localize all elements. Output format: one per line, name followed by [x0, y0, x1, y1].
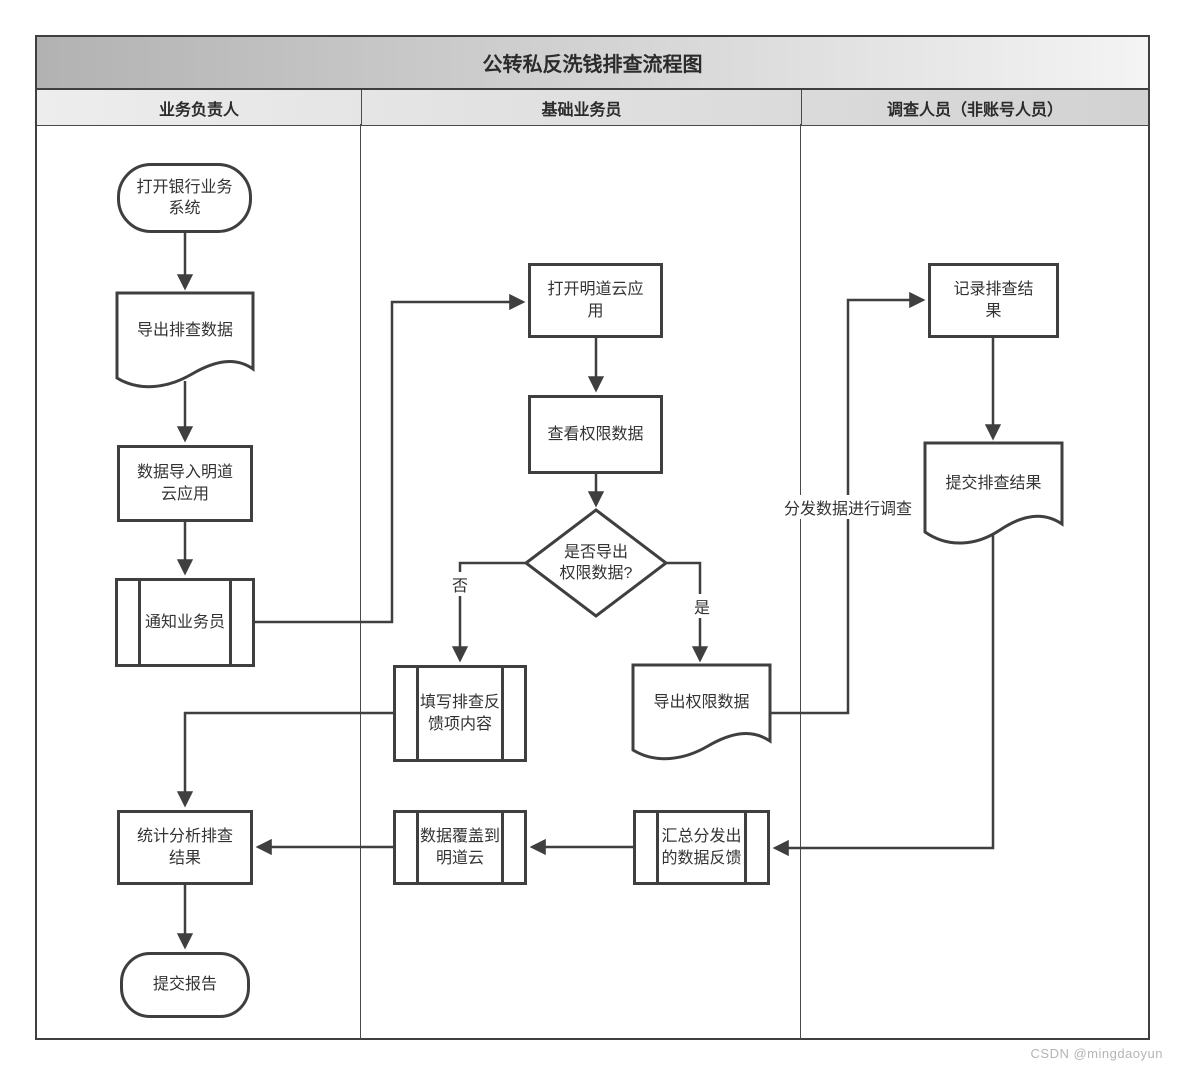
swimlane-pool: 公转私反洗钱排查流程图 业务负责人 基础业务员 调查人员（非账号人员）: [35, 35, 1150, 1040]
diagram-title-text: 公转私反洗钱排查流程图: [482, 54, 703, 76]
node-import-to-mingdao: 数据导入明道云应用: [117, 445, 253, 522]
lane-separator-1: [360, 124, 361, 1040]
edge-label-distribute-for-investigation: 分发数据进行调查: [781, 495, 915, 519]
decision-diamond-shape: [523, 508, 669, 618]
edge-label-no: 否: [449, 572, 471, 596]
node-open-mingdao-app: 打开明道云应用: [528, 263, 663, 338]
edge-notify-to-openmingdao: [255, 293, 526, 624]
document-shape-export-screening-data: [115, 291, 255, 389]
edge-fillfeedback-to-analyze: [176, 711, 393, 808]
document-shape-export-permission-data: [631, 663, 772, 761]
node-submit-report: 提交报告: [120, 952, 250, 1018]
node-overwrite-to-mingdao: 数据覆盖到明道云: [393, 810, 527, 885]
node-record-screening-results: 记录排查结果: [928, 263, 1059, 338]
node-export-permission-data: 导出权限数据: [653, 694, 750, 712]
node-submit-screening-results: 提交排查结果: [945, 475, 1042, 493]
edge-label-yes: 是: [691, 594, 713, 618]
lane-separator-2: [800, 124, 801, 1040]
node-fill-feedback-items: 填写排查反馈项内容: [393, 665, 527, 762]
lane-header-row: 业务负责人 基础业务员 调查人员（非账号人员）: [37, 90, 1148, 126]
lane-header-basic-clerk: 基础业务员: [362, 90, 802, 125]
diagram-title: 公转私反洗钱排查流程图: [37, 37, 1148, 90]
node-export-screening-data: 导出排查数据: [136, 322, 233, 340]
lane3-label: 调查人员（非账号人员）: [886, 101, 1063, 119]
node-aggregate-distributed-feedback: 汇总分发出的数据反馈: [633, 810, 770, 885]
edge-submitresults-to-aggregate: [772, 530, 995, 857]
node-open-bank-system: 打开银行业务系统: [117, 163, 252, 233]
csdn-watermark: CSDN @mingdaoyun: [1030, 1046, 1163, 1061]
node-view-permission-data: 查看权限数据: [528, 395, 663, 474]
node-analyze-screening-results: 统计分析排查结果: [117, 810, 253, 885]
edge-decision-yes-to-exportperm: [665, 561, 709, 663]
lane-header-business-manager: 业务负责人: [37, 90, 362, 125]
lane-header-investigator: 调查人员（非账号人员）: [802, 90, 1148, 125]
document-shape-submit-screening-results: [923, 441, 1064, 545]
lane1-label: 业务负责人: [158, 101, 239, 119]
node-decision-export-permission: 是否导出权限数据?: [559, 543, 633, 582]
node-notify-clerk: 通知业务员: [115, 578, 255, 667]
edge-decision-no-to-fillfeedback: [451, 561, 527, 663]
lane2-label: 基础业务员: [541, 101, 622, 119]
